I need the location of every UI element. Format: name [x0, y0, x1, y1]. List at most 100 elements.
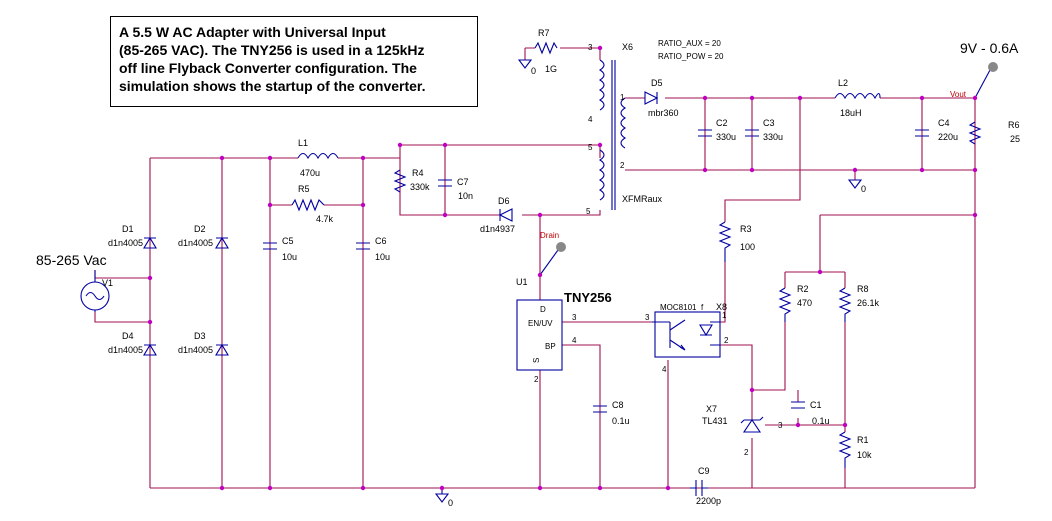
vout-probe-head: [988, 62, 998, 72]
d5-symbol: [644, 91, 659, 105]
u1-pin-d: D: [540, 305, 546, 314]
d5-value: mbr360: [648, 108, 679, 118]
gnd-sec-label: 0: [861, 184, 866, 194]
c9-value: 2200p: [696, 496, 721, 506]
c9-name: C9: [698, 466, 710, 476]
note-line-2: (85-265 VAC). The TNY256 is used in a 12…: [119, 42, 425, 58]
x6-pin-4: 4: [588, 115, 593, 124]
c6-name: C6: [375, 236, 387, 246]
x7-part: TL431: [702, 416, 728, 426]
d6-value: d1n4937: [480, 224, 515, 234]
x6-name: X6: [622, 42, 633, 52]
u1-pin-en: EN/UV: [528, 319, 553, 328]
c5-name: C5: [282, 236, 294, 246]
v1-name: V1: [102, 278, 113, 288]
r4-value: 330k: [410, 182, 430, 192]
vout-probe: [974, 69, 991, 99]
x6-pin-2: 2: [620, 161, 625, 170]
c8-value: 0.1u: [612, 416, 630, 426]
components: [80, 41, 998, 503]
drain-probe-head: [556, 242, 566, 252]
u1-pin-2: 2: [534, 375, 539, 384]
r7-symbol: [534, 41, 558, 55]
d6-name: D6: [498, 196, 510, 206]
x8-part: MOC8101: [660, 303, 697, 312]
c8-name: C8: [612, 400, 624, 410]
junctions: [147, 45, 978, 491]
l1-name: L1: [298, 138, 308, 148]
c8-symbol: [593, 405, 607, 413]
c7-symbol: [438, 179, 452, 187]
output-spec: 9V - 0.6A: [960, 40, 1019, 56]
d1-name: D1: [122, 224, 134, 234]
r8-value: 26.1k: [857, 298, 880, 308]
x8-symbol: [652, 311, 721, 358]
r1-symbol: [838, 431, 852, 468]
c6-symbol: [356, 242, 370, 250]
l1-symbol: [297, 152, 339, 160]
d2-symbol: [215, 236, 229, 249]
d1-symbol: [143, 236, 157, 249]
r6-name: R6: [1008, 120, 1020, 130]
wires: [94, 47, 976, 489]
c2-name: C2: [716, 118, 728, 128]
r5-symbol: [291, 198, 325, 212]
r4-symbol: [393, 169, 407, 193]
c3-name: C3: [763, 118, 775, 128]
ground-secondary: [847, 179, 863, 189]
d2-value: d1n4005: [178, 238, 213, 248]
u1-part: TNY256: [564, 290, 612, 305]
l2-name: L2: [838, 78, 848, 88]
c5-symbol: [263, 242, 277, 250]
vout-net-label: Vout: [950, 90, 967, 99]
r7-value: 1G: [545, 64, 557, 74]
x6-ratio-pow: RATIO_POW = 20: [658, 52, 724, 61]
r1-value: 10k: [857, 450, 872, 460]
c1-symbol: [791, 401, 805, 409]
x7-pin-3: 3: [778, 421, 783, 430]
r6-value: 25: [1010, 134, 1020, 144]
description-note: A 5.5 W AC Adapter with Universal Input …: [110, 16, 478, 107]
r2-value: 470: [797, 298, 812, 308]
u1-pin-s: S: [532, 358, 541, 363]
r8-symbol: [838, 287, 852, 322]
x6-pin-1: 1: [620, 93, 625, 102]
r8-name: R8: [857, 284, 869, 294]
c4-symbol: [915, 129, 929, 137]
l1-value: 470u: [300, 168, 320, 178]
c2-value: 330u: [716, 132, 736, 142]
d2-name: D2: [194, 224, 206, 234]
r6-symbol: [968, 121, 982, 145]
ground-r7: [517, 59, 533, 69]
x6-pin-3: 3: [588, 43, 593, 52]
input-spec: 85-265 Vac: [36, 252, 107, 268]
l2-symbol: [834, 92, 881, 100]
r5-value: 4.7k: [316, 214, 334, 224]
d4-name: D4: [122, 331, 134, 341]
c7-value: 10n: [458, 191, 473, 201]
x6-ratio-aux: RATIO_AUX = 20: [658, 39, 721, 48]
c1-name: C1: [810, 400, 822, 410]
x6-pin-5b: 5: [586, 207, 591, 216]
x6-pin-5: 5: [588, 143, 593, 152]
r3-name: R3: [740, 224, 752, 234]
drain-net-label: Drain: [540, 231, 559, 240]
c4-value: 220u: [938, 132, 958, 142]
c4-name: C4: [938, 118, 950, 128]
note-line-4: simulation shows the startup of the conv…: [119, 78, 426, 94]
u1-pin-bp: BP: [545, 342, 556, 351]
x7-name: X7: [706, 404, 717, 414]
r5-name: R5: [298, 184, 310, 194]
d6-symbol: [498, 208, 513, 222]
x8-pin-3: 3: [645, 313, 650, 322]
r2-name: R2: [797, 284, 809, 294]
labels: R7 1G 0 X6 RATIO_AUX = 20 RATIO_POW = 20…: [102, 28, 1020, 508]
x6-model: XFMRaux: [622, 194, 663, 204]
d3-value: d1n4005: [178, 345, 213, 355]
c6-value: 10u: [375, 252, 390, 262]
d5-name: D5: [651, 78, 663, 88]
r4-name: R4: [412, 168, 424, 178]
u1-pin-4: 4: [572, 336, 577, 345]
note-line-1: A 5.5 W AC Adapter with Universal Input: [119, 24, 386, 40]
